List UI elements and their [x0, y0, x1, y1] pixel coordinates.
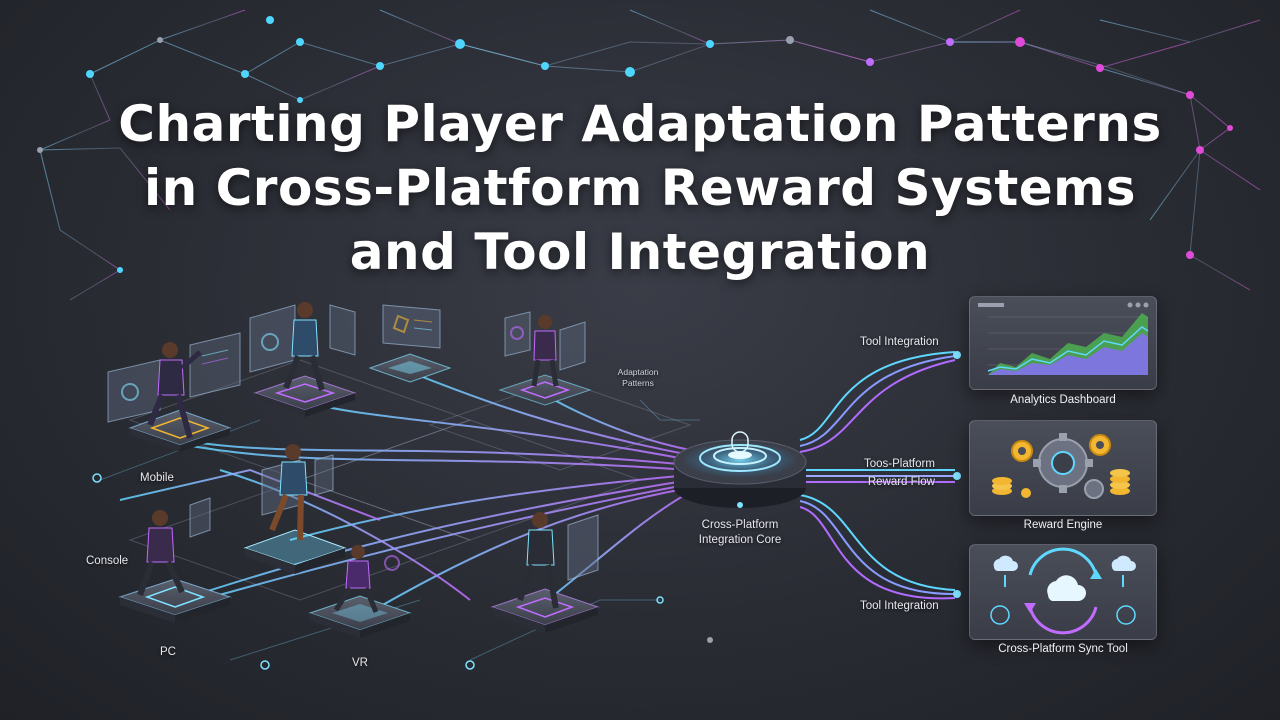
title-line-1: Charting Player Adaptation Patterns: [118, 95, 1162, 153]
reward-engine-graphic: [992, 433, 1130, 499]
connector-label-mid: Toos-Platform Reward Flow: [864, 455, 935, 491]
platform-pad-center: [243, 529, 347, 574]
platform-pad-vr: [308, 595, 412, 638]
platform-label-mobile: Mobile: [140, 472, 174, 484]
player-top-left: [283, 302, 325, 391]
analytics-dashboard-panel: Analytics Dashboard: [969, 296, 1157, 406]
connector-label-top: Tool Integration: [860, 336, 939, 348]
title-line-3: and Tool Integration: [349, 223, 931, 281]
platform-label-pc: PC: [160, 646, 176, 658]
platform-pad-console: [118, 578, 232, 623]
connector-label-mid-line-2: Reward Flow: [867, 476, 935, 488]
reward-engine-caption: Reward Engine: [1023, 519, 1103, 531]
isometric-grid: [128, 359, 692, 601]
connector-endpoints: [92, 351, 961, 670]
adaptation-patterns-label: Adaptation Patterns: [617, 367, 659, 388]
core-label-line-1: Cross-Platform: [701, 519, 779, 531]
player-mobile: [147, 342, 202, 439]
analytics-chart-graphic: [978, 302, 1149, 375]
connector-label-mid-line-1: Toos-Platform: [864, 458, 935, 470]
title-line-2: in Cross-Platform Reward Systems: [143, 159, 1137, 217]
platform-pad-top-left: [253, 375, 357, 417]
player-adaptation: [531, 315, 559, 387]
coin-stacks: [992, 469, 1130, 498]
core-label: Cross-Platform Integration Core: [680, 518, 800, 548]
connector-label-bottom: Tool Integration: [860, 600, 939, 612]
player-vr: [333, 545, 379, 613]
sync-tool-caption: Cross-Platform Sync Tool: [998, 643, 1128, 655]
platform-pad-top-center: [368, 353, 452, 383]
reward-engine-panel: Reward Engine: [969, 420, 1157, 531]
platform-pad-adaptation: [498, 374, 592, 406]
flow-paths: [119, 369, 691, 619]
player-bottom-right: [517, 512, 559, 609]
hex-network-background: [39, 9, 1261, 301]
platform-pad-bottom-right: [490, 588, 600, 633]
integration-core: [673, 431, 807, 508]
player-figures: [137, 302, 559, 613]
output-connectors: [799, 351, 956, 600]
sync-tool-panel: Cross-Platform Sync Tool: [969, 544, 1157, 655]
platform-label-vr: VR: [352, 657, 368, 669]
platform-label-console: Console: [86, 555, 129, 567]
sync-tool-graphic: [990, 547, 1136, 635]
core-label-line-2: Integration Core: [698, 534, 782, 546]
page-title: Charting Player Adaptation Patterns in C…: [40, 92, 1240, 284]
player-center: [269, 444, 308, 541]
hex-network-nodes: [37, 16, 1233, 273]
analytics-dashboard-caption: Analytics Dashboard: [1010, 394, 1116, 406]
player-console: [137, 510, 185, 597]
